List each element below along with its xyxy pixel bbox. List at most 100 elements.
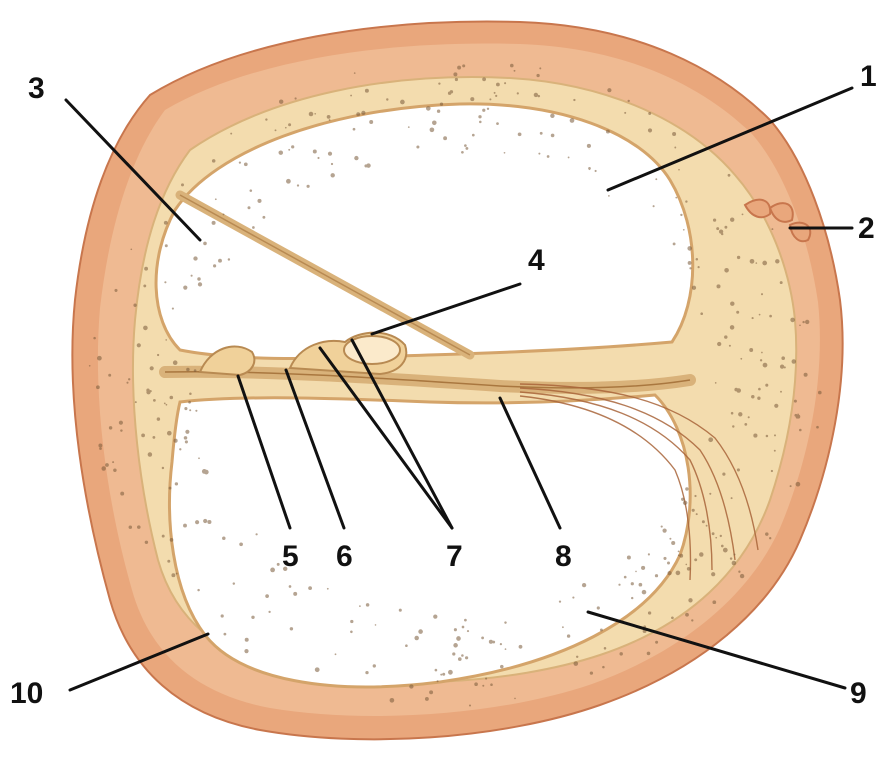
speckle: [218, 259, 222, 263]
speckle: [648, 112, 651, 115]
speckle: [730, 218, 734, 222]
speckle: [354, 72, 356, 74]
speckle: [373, 664, 376, 667]
speckle: [559, 600, 561, 602]
speckle: [628, 100, 630, 102]
speckle: [181, 183, 184, 186]
speckle: [567, 634, 570, 637]
speckle: [688, 598, 692, 602]
speckle: [784, 366, 786, 368]
speckle: [148, 452, 152, 456]
speckle: [482, 685, 484, 687]
speckle: [164, 403, 166, 405]
speckle: [129, 525, 132, 528]
speckle: [762, 261, 767, 266]
speckle: [453, 72, 457, 76]
label-4: 4: [528, 244, 545, 277]
speckle: [288, 149, 290, 151]
speckle: [113, 469, 116, 472]
speckle: [112, 461, 114, 463]
speckle: [469, 704, 471, 706]
speckle: [674, 147, 676, 149]
speckle: [816, 426, 819, 429]
label-6: 6: [336, 540, 353, 573]
speckle: [93, 337, 96, 340]
speckle: [619, 652, 622, 655]
speckle: [212, 159, 216, 163]
speckle: [736, 388, 741, 393]
speckle: [672, 132, 676, 136]
speckle: [315, 667, 320, 672]
speckle: [169, 487, 172, 490]
speckle: [489, 98, 491, 100]
speckle: [481, 637, 484, 640]
speckle: [717, 342, 721, 346]
speckle: [761, 352, 763, 354]
speckle: [329, 119, 331, 121]
speckle: [409, 684, 413, 688]
speckle: [350, 620, 353, 623]
speckle: [167, 560, 170, 563]
speckle: [685, 487, 688, 490]
speckle: [700, 312, 703, 315]
speckle: [570, 118, 575, 123]
speckle: [456, 636, 461, 641]
speckle: [313, 150, 317, 154]
speckle: [289, 585, 292, 588]
speckle: [194, 369, 197, 372]
speckle: [173, 360, 178, 365]
speckle: [671, 616, 674, 619]
speckle: [748, 416, 750, 418]
speckle: [143, 284, 146, 287]
speckle: [685, 564, 687, 566]
speckle: [731, 497, 733, 499]
speckle: [600, 628, 603, 631]
speckle: [648, 128, 652, 132]
speckle: [474, 682, 478, 686]
speckle: [720, 535, 722, 537]
speckle: [195, 520, 199, 524]
speckle: [327, 115, 331, 119]
speckle: [678, 169, 680, 171]
speckle: [157, 354, 159, 356]
speckle: [663, 557, 666, 560]
speckle: [184, 436, 188, 440]
speckle: [152, 436, 155, 439]
speckle: [479, 121, 482, 124]
speckle: [442, 673, 445, 676]
speckle: [189, 393, 192, 396]
speckle: [472, 134, 475, 137]
speckle: [98, 444, 102, 448]
speckle: [749, 348, 753, 352]
speckle: [233, 582, 235, 584]
speckle: [774, 450, 776, 452]
speckle: [715, 537, 717, 539]
speckle: [462, 626, 465, 629]
speckle: [673, 242, 676, 245]
speckle: [539, 67, 541, 69]
speckle: [170, 538, 174, 542]
speckle: [547, 155, 550, 158]
speckle: [99, 447, 102, 450]
speckle: [760, 359, 762, 361]
speckle: [676, 571, 681, 576]
speckle: [290, 627, 293, 630]
speckle: [250, 189, 253, 192]
speckle: [723, 548, 728, 553]
speckle: [694, 558, 697, 561]
speckle: [330, 173, 334, 177]
speckle: [691, 619, 693, 621]
speckle: [675, 197, 677, 199]
speckle: [359, 605, 361, 607]
speckle: [732, 561, 737, 566]
speckle: [191, 275, 193, 277]
speckle: [738, 412, 742, 416]
speckle: [185, 430, 189, 434]
speckle: [514, 698, 516, 700]
speckle: [742, 213, 744, 215]
speckle: [790, 485, 792, 487]
speckle: [215, 198, 217, 200]
speckle: [698, 266, 700, 268]
speckle: [275, 129, 277, 131]
